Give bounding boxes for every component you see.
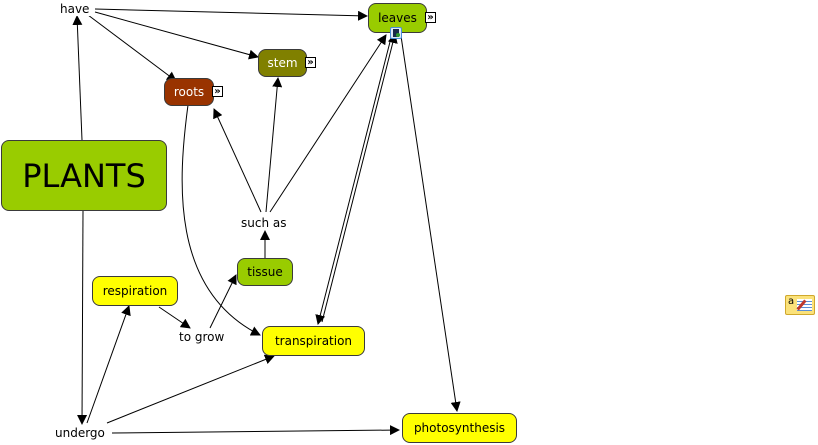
edge-togrow-tissue xyxy=(209,274,237,329)
linking-phrase-have[interactable]: have xyxy=(59,2,91,16)
edge-leaves-transpiration-a xyxy=(315,33,393,325)
concept-tissue[interactable]: tissue xyxy=(237,258,293,286)
annotation-note-icon[interactable]: a xyxy=(785,295,815,315)
concept-photosynthesis-label: photosynthesis xyxy=(413,421,506,435)
edge-plants-undergo xyxy=(77,210,88,425)
concept-stem[interactable]: stem xyxy=(258,49,307,77)
edge-leaves-photosynthesis xyxy=(400,35,461,412)
expand-roots-icon[interactable]: » xyxy=(212,86,223,97)
edge-suchas-leaves xyxy=(269,34,387,213)
concept-respiration-label: respiration xyxy=(102,284,168,298)
concept-photosynthesis[interactable]: photosynthesis xyxy=(402,413,517,443)
concept-stem-label: stem xyxy=(267,56,298,70)
edge-suchas-roots xyxy=(213,108,262,213)
edge-suchas-stem xyxy=(265,77,283,213)
concept-plants-label: PLANTS xyxy=(22,156,146,195)
concept-roots-label: roots xyxy=(173,85,205,99)
concept-roots[interactable]: roots xyxy=(164,78,214,106)
concept-leaves-label: leaves xyxy=(378,11,417,25)
linking-phrase-undergo[interactable]: undergo xyxy=(54,426,106,440)
edge-undergo-transpiration xyxy=(106,354,275,424)
edge-have-roots xyxy=(87,14,177,82)
image-resource-icon[interactable] xyxy=(390,27,402,39)
concept-tissue-label: tissue xyxy=(247,265,283,279)
edge-undergo-photosynthesis xyxy=(111,425,400,436)
edge-have-stem xyxy=(94,11,259,60)
edge-leaves-transpiration-b xyxy=(321,33,398,323)
edge-roots-transpiration xyxy=(181,104,261,336)
concept-leaves[interactable]: leaves xyxy=(368,3,427,33)
expand-stem-icon[interactable]: » xyxy=(305,57,316,68)
concept-transpiration[interactable]: transpiration xyxy=(262,326,365,356)
linking-phrase-such-as[interactable]: such as xyxy=(240,216,288,230)
linking-phrase-to-grow[interactable]: to grow xyxy=(178,330,226,344)
image-resource-leaf xyxy=(396,33,400,37)
expand-leaves-icon[interactable]: » xyxy=(425,12,436,23)
edge-have-leaves xyxy=(94,8,368,21)
edge-plants-have xyxy=(72,15,83,141)
edge-undergo-respiration xyxy=(86,305,131,424)
concept-respiration[interactable]: respiration xyxy=(92,276,178,306)
concept-transpiration-label: transpiration xyxy=(274,334,353,348)
note-letter-glyph: a xyxy=(788,296,795,307)
concept-plants[interactable]: PLANTS xyxy=(1,140,167,211)
edge-respiration-togrow xyxy=(158,306,191,329)
